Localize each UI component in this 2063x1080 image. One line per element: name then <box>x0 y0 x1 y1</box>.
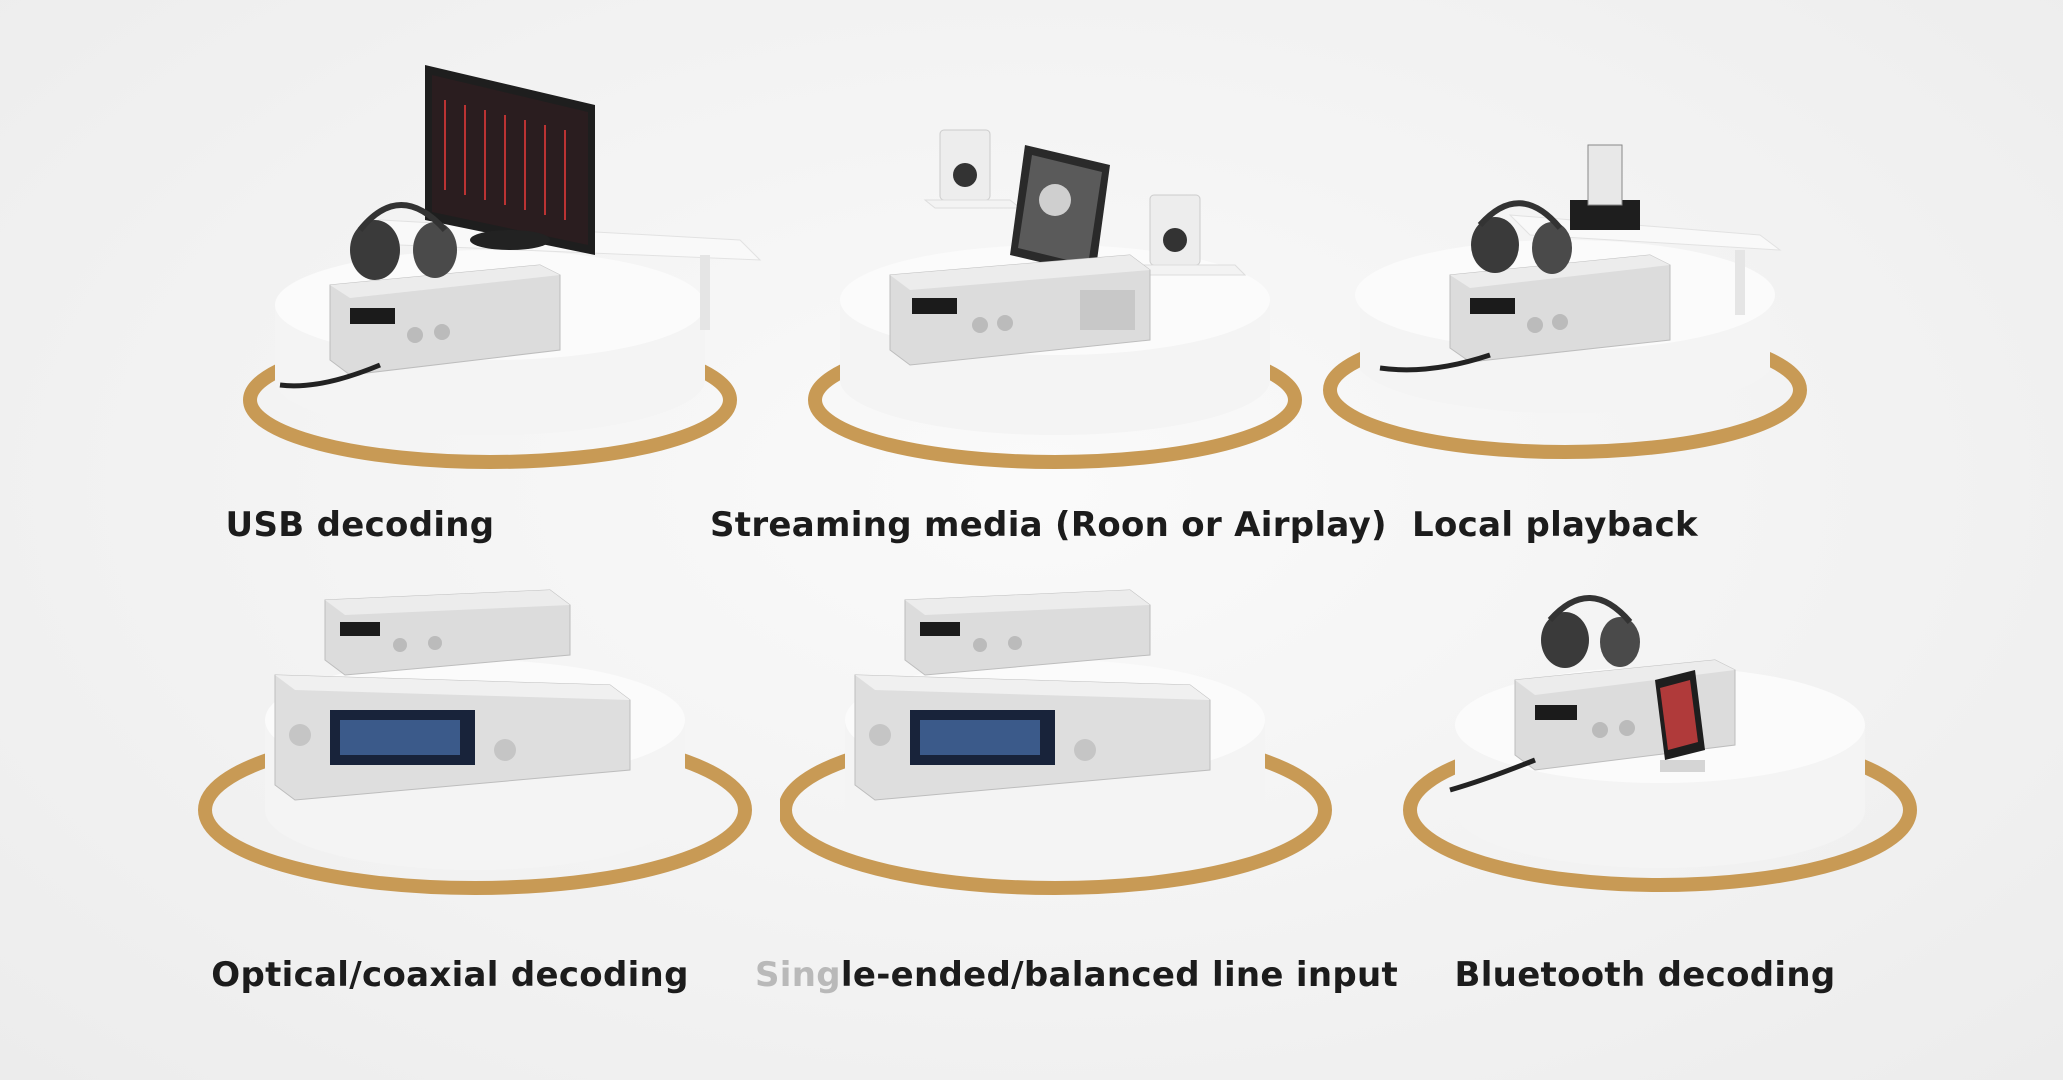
hard-drive <box>1587 144 1623 206</box>
optical-scene-illustration <box>198 589 752 895</box>
panel-bluetooth-decoding: Bluetooth decoding <box>1375 560 1995 1060</box>
panel-usb-decoding: USB decoding <box>200 50 820 550</box>
streaming-scene-illustration <box>808 129 1302 469</box>
usb-scene-illustration <box>243 65 762 469</box>
caption-local-playback: Local playback <box>1412 505 1698 545</box>
panel-local-playback: Local playback <box>1320 50 1940 550</box>
headphones <box>350 220 400 280</box>
caption-rest-part: le-ended/balanced line input <box>840 955 1399 995</box>
caption-usb-decoding: USB decoding <box>225 505 495 545</box>
local-playback-scene-illustration <box>1323 144 1807 459</box>
headphones <box>1541 612 1589 668</box>
caption-streaming-media: Streaming media (Roon or Airplay) <box>710 505 1387 545</box>
caption-bluetooth-decoding: Bluetooth decoding <box>1454 955 1836 995</box>
caption-faded-part: Sing <box>755 955 841 995</box>
panel-streaming-media: Streaming media (Roon or Airplay) <box>710 50 1387 550</box>
headphones <box>1471 217 1519 273</box>
caption-optical-coaxial: Optical/coaxial decoding <box>211 955 689 995</box>
panel-line-input: Single-ended/balanced line input <box>755 560 1400 1060</box>
bluetooth-scene-illustration <box>1403 595 1917 892</box>
caption-line-input: Single-ended/balanced line input <box>755 955 1398 995</box>
panel-optical-coaxial: Optical/coaxial decoding <box>190 560 810 1060</box>
line-input-scene-illustration <box>780 589 1332 895</box>
